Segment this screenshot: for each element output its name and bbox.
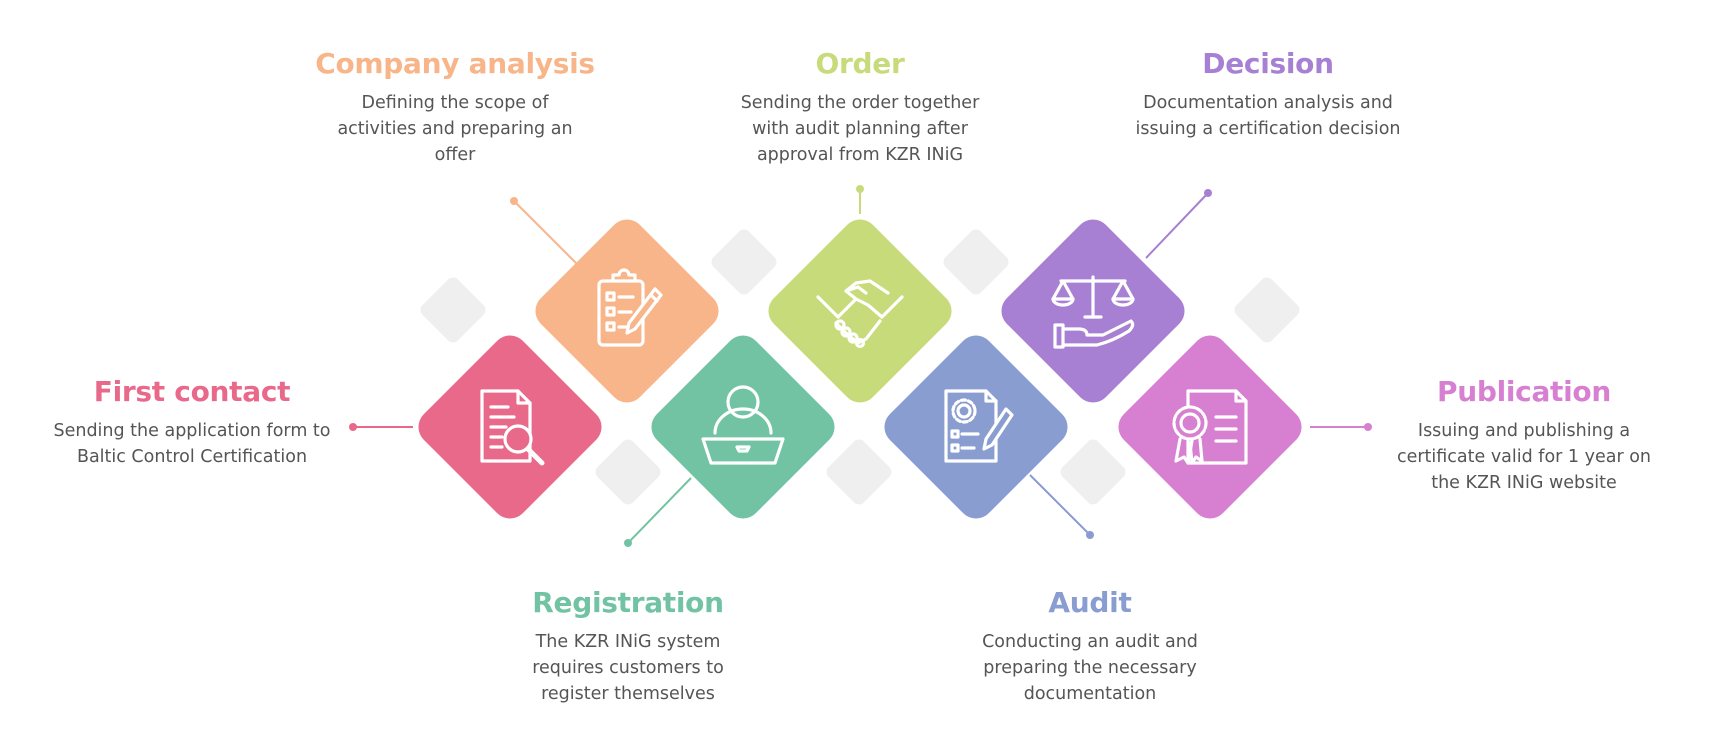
step-decision: Decision Documentation analysis and issu… (1130, 46, 1406, 142)
certificate-icon (1172, 389, 1248, 465)
step-description: The KZR INiG system requires customers t… (532, 632, 724, 704)
step-description: Issuing and publishing a certificate val… (1396, 421, 1652, 493)
document-search-icon (480, 389, 545, 466)
diamond-publication (1118, 335, 1302, 519)
step-description: Conducting an audit and preparing the ne… (982, 632, 1198, 704)
step-icons (480, 268, 1248, 466)
connector-order (856, 185, 864, 214)
decor-tile (711, 229, 777, 295)
decor-tile (1234, 277, 1300, 343)
connectors (349, 185, 1372, 547)
step-description: Sending the order together with audit pl… (740, 93, 980, 165)
step-title: First contact (93, 375, 291, 408)
step-audit: Audit Conducting an audit and preparing … (960, 585, 1220, 707)
decor-tile (420, 277, 486, 343)
decor-tile (826, 439, 892, 505)
step-registration: Registration The KZR INiG system require… (508, 585, 748, 707)
scales-hand-icon (1051, 275, 1135, 349)
connector-registration (624, 477, 692, 547)
step-title: Registration (532, 586, 724, 619)
step-title: Decision (1202, 47, 1334, 80)
clipboard-checklist-icon (597, 268, 663, 347)
step-description: Documentation analysis and issuing a cer… (1135, 93, 1401, 139)
diamond-registration (651, 335, 835, 519)
step-publication: Publication Issuing and publishing a cer… (1384, 374, 1664, 496)
decor-tile (1060, 439, 1126, 505)
connector-audit (1029, 474, 1094, 539)
decor-tiles (420, 229, 1300, 505)
connector-first-contact (349, 423, 413, 431)
user-laptop-icon (701, 385, 785, 465)
step-description: Defining the scope of activities and pre… (337, 93, 573, 165)
connector-company-analysis (510, 197, 579, 266)
decor-tile (595, 439, 661, 505)
diamond-order (768, 219, 952, 403)
connector-decision (1145, 189, 1212, 259)
step-order: Order Sending the order together with au… (720, 46, 1000, 168)
document-gear-pen-icon (944, 389, 1014, 463)
decor-tile (943, 229, 1009, 295)
step-title: Publication (1436, 375, 1612, 408)
step-description: Sending the application form to Baltic C… (53, 421, 331, 467)
step-title: Order (815, 47, 905, 80)
step-first-contact: First contact Sending the application fo… (52, 374, 332, 470)
step-company-analysis: Company analysis Defining the scope of a… (310, 46, 600, 168)
connector-publication (1310, 423, 1372, 431)
diamond-audit (884, 335, 1068, 519)
step-title: Audit (1048, 586, 1132, 619)
step-title: Company analysis (315, 47, 595, 80)
handshake-icon (816, 279, 904, 349)
